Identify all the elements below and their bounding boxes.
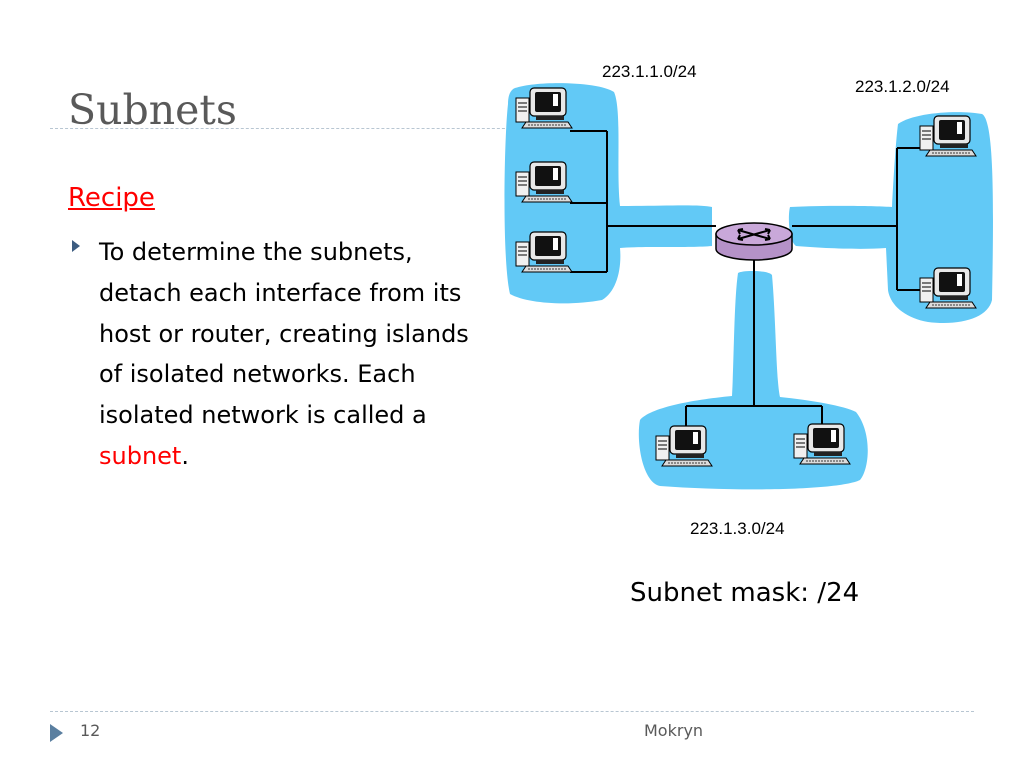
recipe-heading: Recipe xyxy=(68,183,155,213)
subnet-keyword: subnet xyxy=(99,441,182,470)
subnet-label: 223.1.3.0/24 xyxy=(690,519,785,538)
footer-author: Mokryn xyxy=(644,721,704,740)
footer-divider xyxy=(50,711,974,712)
bullet-arrow-icon xyxy=(72,240,80,252)
router-icon xyxy=(715,222,793,261)
footer-arrow-icon xyxy=(50,724,63,742)
subnet-label: 223.1.2.0/24 xyxy=(855,77,950,96)
bullet-paragraph: To determine the subnets, detach each in… xyxy=(99,232,479,477)
bullet-text: To determine the subnets, detach each in… xyxy=(99,238,469,430)
bullet-period: . xyxy=(181,441,189,470)
page-number: 12 xyxy=(80,721,101,740)
subnet-label: 223.1.1.0/24 xyxy=(602,62,697,81)
slide-title: Subnets xyxy=(68,86,237,134)
title-divider xyxy=(50,128,530,129)
subnet-mask-caption: Subnet mask: /24 xyxy=(630,578,860,608)
